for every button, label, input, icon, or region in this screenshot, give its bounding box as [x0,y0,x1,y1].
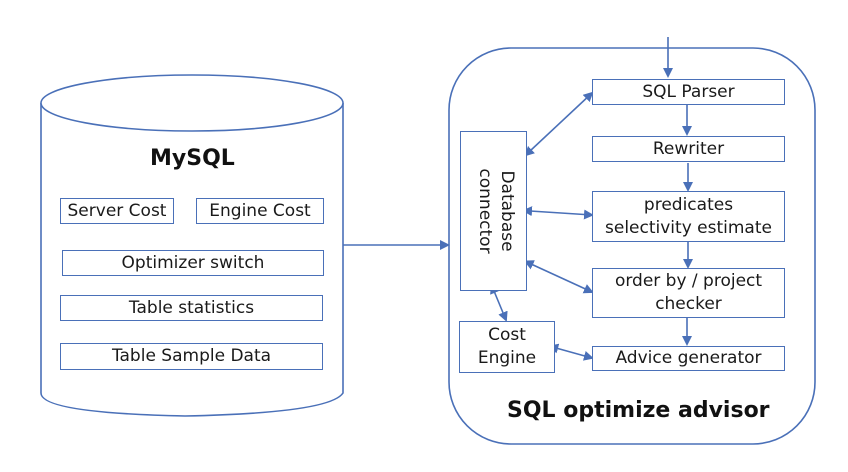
order-by-checker-box: order by / project checker [592,268,785,318]
table-sample-data-box: Table Sample Data [60,343,323,370]
optimizer-switch-box: Optimizer switch [62,250,324,276]
connector-parser-arrow [524,91,594,157]
sql-parser-box: SQL Parser [592,79,785,105]
mysql-title: MySQL [150,146,235,171]
connector-costengine-arrow [490,283,508,322]
connector-orderby-arrow [523,260,594,294]
server-cost-box: Server Cost [60,198,174,224]
advice-generator-box: Advice generator [592,346,785,371]
engine-cost-box: Engine Cost [196,198,324,224]
connector-predicates-arrow [522,206,594,220]
table-statistics-box: Table statistics [60,295,323,321]
cost-engine-box: Cost Engine [459,321,555,373]
database-connector-box: Database connector [460,131,527,291]
predicates-box: predicates selectivity estimate [592,191,785,242]
database-connector-label: Database connector [475,168,517,254]
rewriter-box: Rewriter [592,136,785,162]
advisor-title: SQL optimize advisor [507,398,770,423]
cylinder-top [40,74,344,132]
costengine-advice-arrow [548,343,594,361]
